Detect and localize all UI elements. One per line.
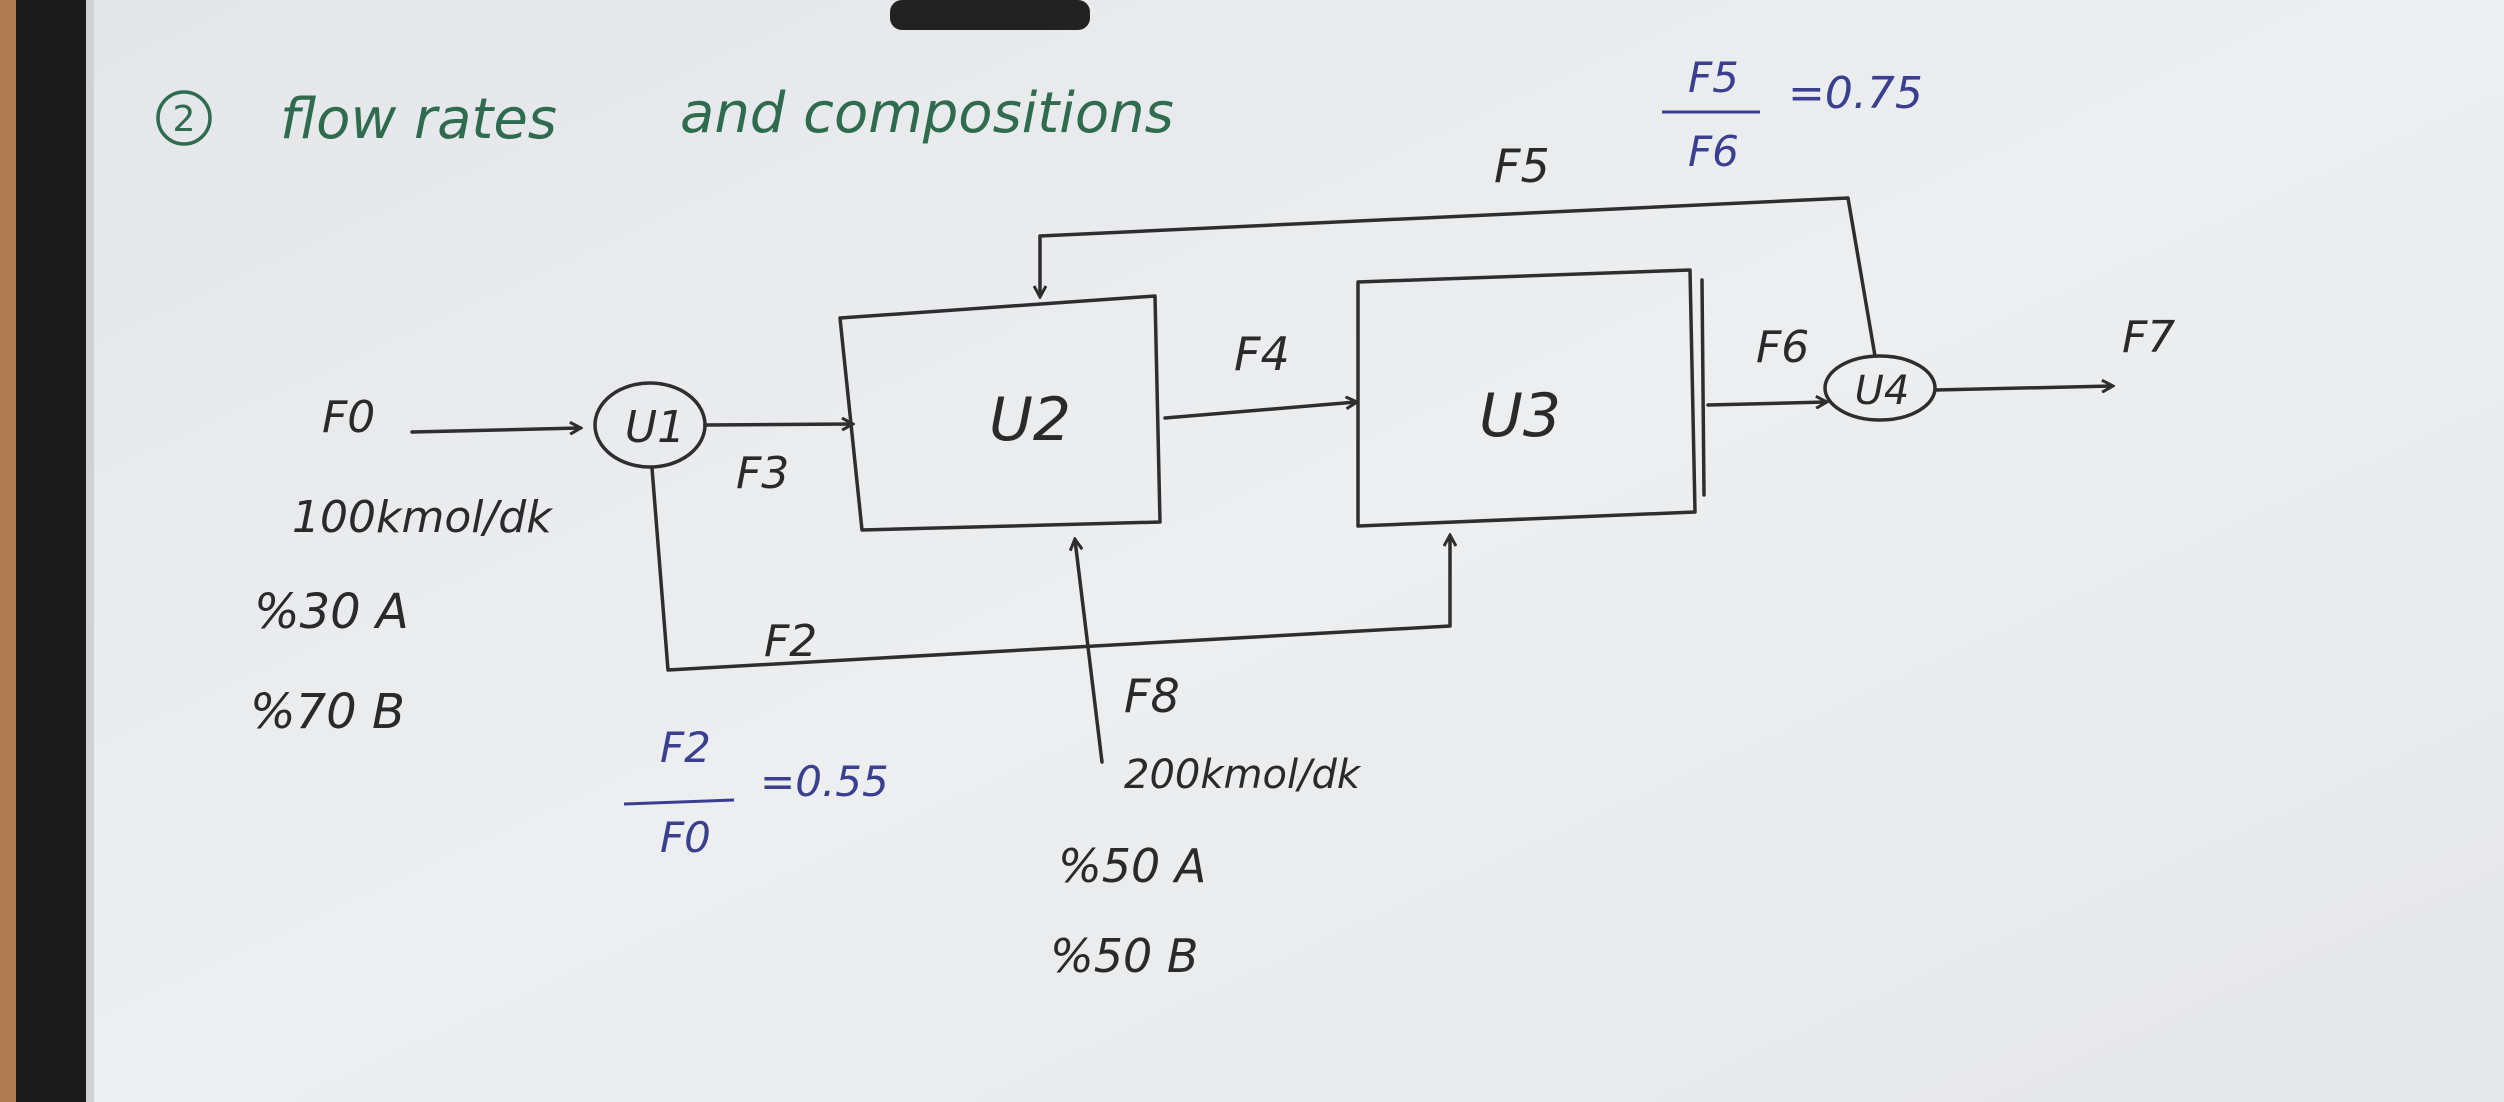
ratio-bottom: F2 F0 =0.55 [623,723,889,862]
heading: 2 flow rates and compositions [156,81,1174,152]
unit-u4-circle [1823,354,1937,422]
stream-f6-label: F6 [1756,322,1809,373]
unit-u4-label: U4 [1855,368,1910,414]
stream-f4-arrow [1163,402,1356,420]
unit-u2: U2 [838,294,1162,532]
ratio-bottom-denominator: F0 [660,813,711,862]
unit-u3-right-mark [1700,278,1706,497]
unit-u3-box [1356,268,1697,528]
ratio-top-numerator: F5 [1688,53,1739,102]
unit-u3-label: U3 [1479,381,1561,451]
feed-f0-rate: 100kmol/dk [292,492,553,543]
stream-f2-label: F2 [764,616,817,667]
stream-f5-recycle [1040,196,1877,358]
ratio-top-denominator: F6 [1688,127,1739,176]
stream-f8-label: F8 [1124,669,1180,723]
heading-title: flow rates [280,87,557,152]
stream-f8-arrow [1075,540,1104,764]
heading-subtitle: and compositions [680,81,1174,146]
unit-u1-label: U1 [625,402,685,453]
stream-f3-arrow [703,424,852,425]
stream-f3-label: F3 [736,448,789,499]
unit-u4: U4 [1823,354,1937,422]
stream-f0-arrow [410,428,580,432]
feed-f8-specs: 200kmol/dk %50 A %50 B [1050,752,1362,983]
feed-f8-comp-a: %50 A [1058,839,1206,893]
stream-f7-label: F7 [2122,312,2175,363]
feed-f0-specs: 100kmol/dk %30 A %70 B [250,492,553,740]
unit-u2-box [838,294,1162,532]
ratio-bottom-value: =0.55 [760,757,889,806]
unit-u3: U3 [1356,268,1697,528]
whiteboard-surface [86,0,2504,1102]
stream-f5-label: F5 [1494,139,1550,193]
marker-cap [890,0,1090,30]
stream-f4-label: F4 [1234,327,1290,381]
heading-number: 2 [173,99,196,140]
stream-f0-label: F0 [322,392,375,443]
ratio-bottom-numerator: F2 [660,723,711,772]
unit-u2-label: U2 [989,385,1071,455]
feed-f8-comp-b: %50 B [1050,929,1198,983]
feed-f8-rate: 200kmol/dk [1124,752,1362,798]
feed-f0-comp-b: %70 B [250,684,405,740]
heading-number-circle [156,90,212,146]
board-frame [16,0,86,1102]
stream-f2-bypass [650,466,1450,672]
ratio-top-value: =0.75 [1788,68,1923,119]
feed-f0-comp-a: %30 A [254,584,409,640]
stream-f7-arrow [1934,386,2112,390]
ratio-bottom-bar [623,798,735,806]
stream-f6-arrow [1706,402,1826,405]
board-edge-highlight [86,0,94,1102]
ratio-top: F5 F6 =0.75 [1662,53,1923,176]
